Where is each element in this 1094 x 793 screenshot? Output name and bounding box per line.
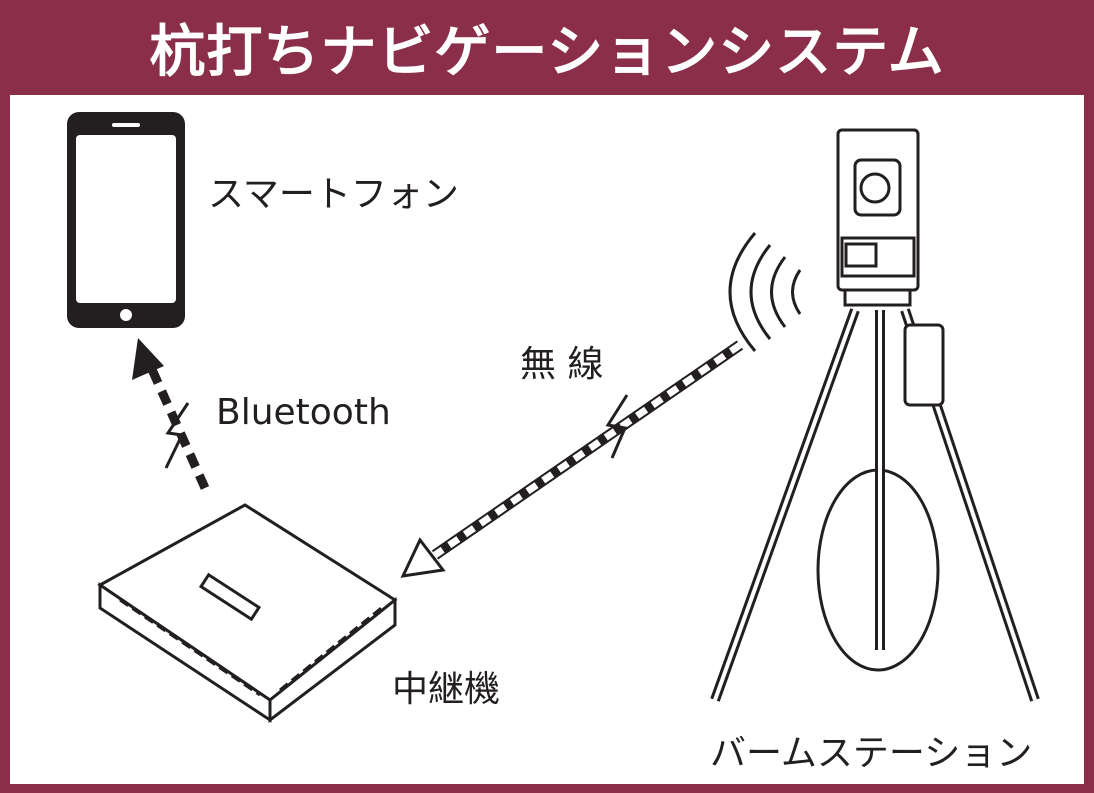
relay-label: 中継機 — [392, 669, 501, 710]
smartphone-icon — [67, 112, 185, 328]
total-station-icon — [710, 128, 1040, 702]
wireless-link-arrow — [400, 340, 744, 578]
bluetooth-label: Bluetooth — [216, 392, 391, 433]
wireless-label: 無 線 — [520, 344, 604, 385]
base-station-label: バームステーション — [710, 733, 1033, 774]
bluetooth-link-arrow — [132, 338, 210, 490]
diagram-title: 杭打ちナビゲーションシステム — [149, 20, 945, 85]
relay-device-icon — [97, 503, 398, 724]
smartphone-label: スマートフォン — [208, 174, 459, 215]
signal-waves-icon — [728, 232, 802, 352]
